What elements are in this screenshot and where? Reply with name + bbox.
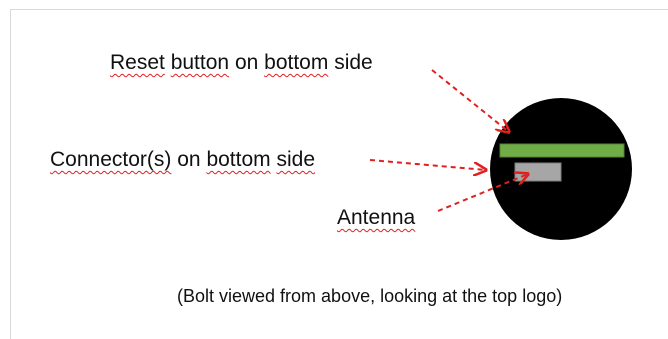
side-word: side [276,148,316,171]
on-word: on [234,51,259,74]
button-word: button [170,51,230,74]
antenna-label: Antenna [337,207,415,228]
bottom-word: bottom [264,51,329,74]
reset-word: Reset [110,51,165,74]
antenna-word: Antenna [337,206,416,229]
caption: (Bolt viewed from above, looking at the … [177,286,563,306]
side-word: side [334,51,373,74]
reset-arrow [431,69,509,132]
connector-arrow [369,159,486,170]
connector-block [514,162,562,182]
on-word: on [177,148,201,171]
antenna-arrow [437,174,528,212]
frame-top-border [10,9,668,10]
connector-label: Connector(s) on bottom side [50,149,315,170]
reset-button-bar [499,143,625,158]
reset-button-label: Reset button on bottom side [110,52,373,73]
bottom-word: bottom [206,148,271,171]
frame-left-border [10,9,11,339]
connectors-word: Connector(s) [50,148,172,171]
